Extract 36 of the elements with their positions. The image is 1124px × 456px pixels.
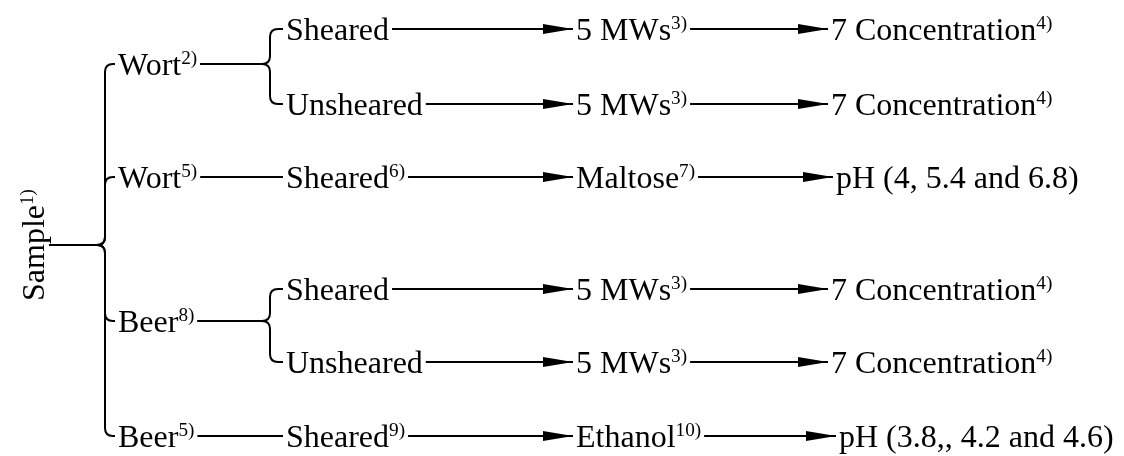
node-label: Wort$^{5)}$	[115, 161, 201, 193]
node-label: 5 MWs$^{3)}$	[573, 346, 691, 378]
connector-line	[196, 435, 284, 437]
node-label: Beer$^{5)}$	[115, 420, 198, 452]
arrow	[424, 357, 574, 367]
node-label: Beer$^{8)}$	[115, 305, 198, 337]
node-label: Unsheared	[283, 88, 426, 120]
node-label: pH (4, 5.4 and 6.8)	[833, 161, 1082, 193]
arrow	[391, 284, 574, 294]
node-label: 5 MWs$^{3)}$	[573, 88, 691, 120]
arrow	[689, 357, 829, 367]
node-label: Sheared$^{6)}$	[283, 161, 409, 193]
arrow	[407, 431, 574, 441]
node-label: 5 MWs$^{3)}$	[573, 273, 691, 305]
node-label: Unsheared	[283, 346, 426, 378]
node-label: 7 Concentration$^{4)}$	[828, 273, 1056, 305]
arrow	[689, 24, 829, 34]
arrow	[424, 99, 574, 109]
connector-line	[199, 176, 284, 178]
node-label: Sheared	[283, 273, 393, 305]
arrow	[689, 284, 829, 294]
node-label: 7 Concentration$^{4)}$	[828, 13, 1056, 45]
node-label: Ethanol$^{10)}$	[573, 420, 705, 452]
node-label: 7 Concentration$^{4)}$	[828, 346, 1056, 378]
arrow	[391, 24, 574, 34]
arrow	[703, 431, 837, 441]
arrow	[689, 99, 829, 109]
arrow	[697, 172, 834, 182]
node-label: 5 MWs$^{3)}$	[573, 13, 691, 45]
node-label: Maltose$^{7)}$	[573, 161, 699, 193]
arrow	[407, 172, 574, 182]
node-label: 7 Concentration$^{4)}$	[828, 88, 1056, 120]
node-label: Sheared	[283, 13, 393, 45]
node-label: pH (3.8,, 4.2 and 4.6)	[836, 420, 1117, 452]
node-label: Sheared$^{9)}$	[283, 420, 409, 452]
node-label: Wort$^{2)}$	[115, 48, 201, 80]
